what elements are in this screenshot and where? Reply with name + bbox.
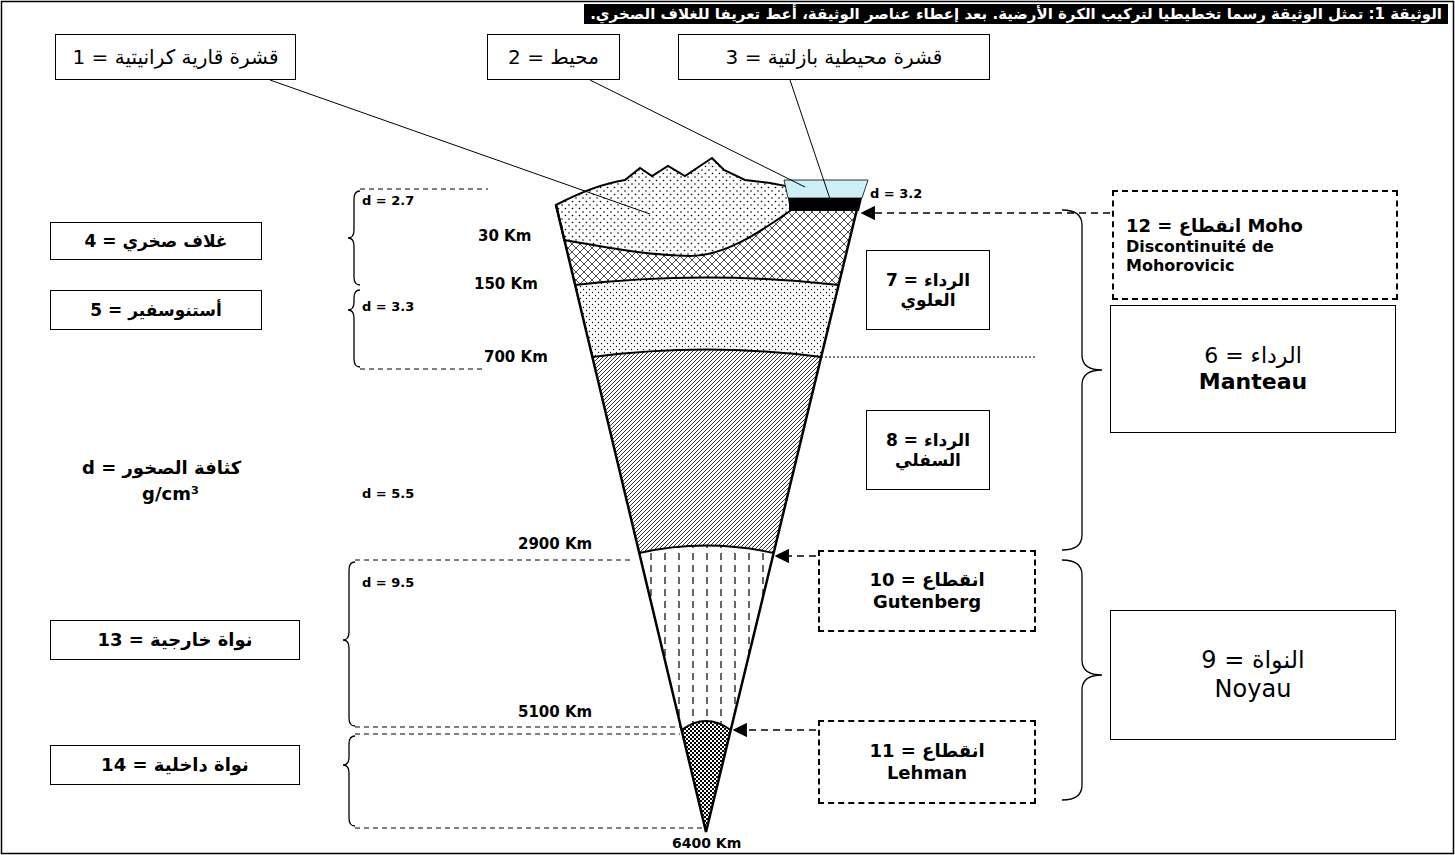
layer-name-box: 14 = نواة داخلية [50,745,300,785]
layer-name-box: 8 = الرداء السفلي [866,410,990,490]
depth-value: 700 Km [484,349,548,366]
leader-line [270,80,650,214]
box-label: 9 = النواة [1201,646,1305,675]
leader-line [790,80,830,199]
continental-crust [556,158,790,256]
box-label: 2 = محيط [508,45,599,69]
box-sublabel: Noyau [1215,675,1292,704]
discontinuity-box: 11 = انقطاع Lehman [818,720,1036,804]
discontinuity-box: 10 = انقطاع Gutenberg [818,550,1036,632]
box-label: 11 = انقطاع Lehman [844,740,1010,783]
box-label: 3 = قشرة محيطية بازلتية [726,45,943,69]
lower-mantle-region [556,205,858,553]
boundary-line [592,350,821,358]
label-anchor: g/cm³ [142,484,199,505]
box-label: 14 = نواة داخلية [101,754,249,776]
curly-brace [1062,210,1102,550]
box-sublabel: Manteau [1199,369,1307,395]
density-unit: g/cm³ [142,484,199,505]
layer-name-box: 1 = قشرة قارية كرانيتية [55,34,296,80]
bracket-line [355,727,680,728]
depth-value: 30 Km [478,228,531,245]
pointer-arrow [734,729,816,731]
leader-line [590,80,805,187]
bracket-line [355,560,634,561]
boundary-line [575,278,839,286]
pointer-arrow [776,555,816,557]
curly-brace [343,562,355,726]
density-value: d = 5.5 [362,487,414,502]
discontinuity-box: 12 = انقطاع MohoDiscontinuité de Mohorov… [1112,190,1398,300]
box-label: 8 = الرداء السفلي [873,430,983,471]
label-anchor: d = 5.5 [362,487,414,502]
layer-name-box: 4 = غلاف صخري [50,222,262,260]
bracket-line [355,734,680,735]
bracket-line [360,369,482,370]
box-label: 1 = قشرة قارية كرانيتية [73,45,279,69]
oceanic-crust [788,198,862,211]
bracket-line [360,189,488,190]
box-label: 12 = انقطاع Moho [1126,215,1303,237]
label-anchor: 30 Km [478,228,531,245]
title-bar: الوثيقة 1: تمثل الوثيقة رسما تخطيطيا لتر… [584,4,1448,24]
label-anchor: d = 9.5 [362,576,414,591]
box-label: 4 = غلاف صخري [85,231,228,251]
boundary-line [639,546,773,554]
envelope-box: 6 = الرداءManteau [1110,305,1396,433]
inner-core-region [682,721,731,832]
layer-name-box: 2 = محيط [487,34,620,80]
boundary-line [682,721,731,730]
label-anchor: 5100 Km [518,704,592,721]
document-title: الوثيقة 1: تمثل الوثيقة رسما تخطيطيا لتر… [584,4,1448,24]
bracket-line [355,828,702,829]
envelope-box: 9 = النواةNoyau [1110,610,1396,740]
box-label: 7 = الرداء العلوي [873,270,983,311]
box-label: 6 = الرداء [1204,343,1302,369]
label-anchor: d = 2.7 [362,194,414,209]
layer-name-box: 5 = أستنوسفير [50,290,262,330]
density-value: d = 2.7 [362,194,414,209]
depth-value: 150 Km [474,276,538,293]
label-anchor: 150 Km [474,276,538,293]
label-anchor: 2900 Km [518,536,592,553]
pointer-arrow [862,212,1110,214]
layer-name-box: 3 = قشرة محيطية بازلتية [678,34,990,80]
label-anchor: d = 3.2 [870,187,922,202]
box-label: 10 = انقطاع Gutenberg [844,569,1010,612]
layer-name-box: 13 = نواة خارجية [50,620,300,660]
label-anchor: d = كثافة الصخور [82,458,241,479]
box-sublabel: Discontinuité de Mohorovicic [1126,237,1384,275]
level-line [821,357,1035,358]
layer-name-box: 7 = الرداء العلوي [866,250,990,330]
density-value: d = 3.2 [870,187,922,202]
cone-outline [556,205,858,832]
depth-value: 6400 Km [672,835,741,851]
curly-brace [343,736,355,826]
depth-value: 5100 Km [518,704,592,721]
density-value: d = 3.3 [362,300,414,315]
label-anchor: d = 3.3 [362,300,414,315]
depth-value: 2900 Km [518,536,592,553]
curly-brace [348,290,360,367]
density-value: d = 9.5 [362,576,414,591]
box-label: 5 = أستنوسفير [90,300,221,320]
box-label: 13 = نواة خارجية [97,629,252,651]
density-key: d = كثافة الصخور [82,458,241,479]
outer-core-region [556,205,858,832]
curly-brace [1062,560,1102,800]
curly-brace [348,191,360,285]
label-anchor: 700 Km [484,349,548,366]
label-anchor: 6400 Km [672,835,741,851]
